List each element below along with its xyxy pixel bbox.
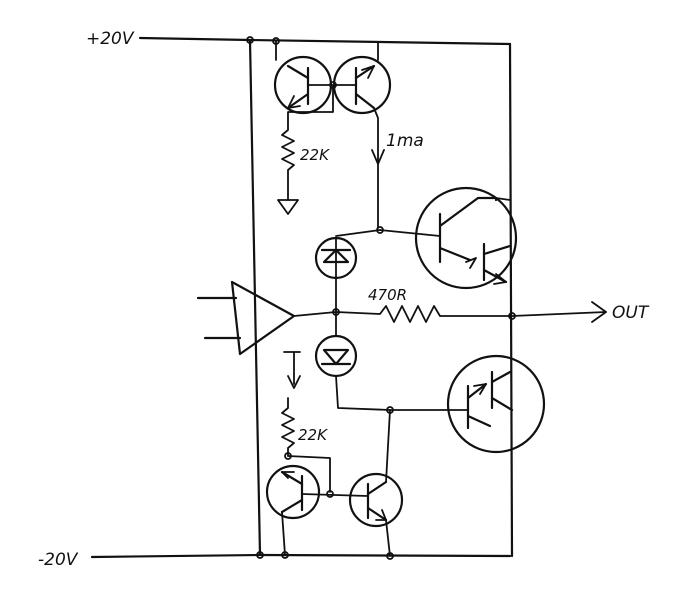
output-label: OUT [612, 303, 650, 323]
upper-output-transistor [379, 186, 518, 290]
resistor-470r: 470R [335, 286, 516, 323]
transistor-q4 [348, 472, 404, 528]
op-amp [196, 280, 337, 356]
resistor-bottom-22k: 22K [281, 397, 331, 493]
current-arrow: 1ma [371, 131, 424, 234]
positive-rail-label: +20V [86, 29, 135, 49]
negative-rail-label: -20V [38, 550, 79, 570]
right-bus-wire [508, 42, 514, 558]
resistor-feedback-label: 470R [368, 286, 407, 304]
upper-diode [314, 229, 381, 311]
lower-diode [314, 308, 391, 411]
output-terminal: OUT [511, 301, 650, 323]
positive-rail [138, 36, 512, 46]
lower-current-arrow [283, 351, 301, 389]
negative-rail [90, 551, 512, 560]
resistor-top-label: 22K [300, 146, 330, 164]
lower-output-transistor [386, 354, 546, 454]
bottom-current-mirror [265, 409, 404, 557]
resistor-top-22k: 22K [277, 119, 330, 215]
resistor-bottom-label: 22K [298, 426, 328, 444]
transistor-q3 [265, 464, 321, 520]
left-bus-wire [248, 38, 262, 557]
current-label: 1ma [386, 131, 424, 151]
top-current-mirror [273, 40, 392, 156]
